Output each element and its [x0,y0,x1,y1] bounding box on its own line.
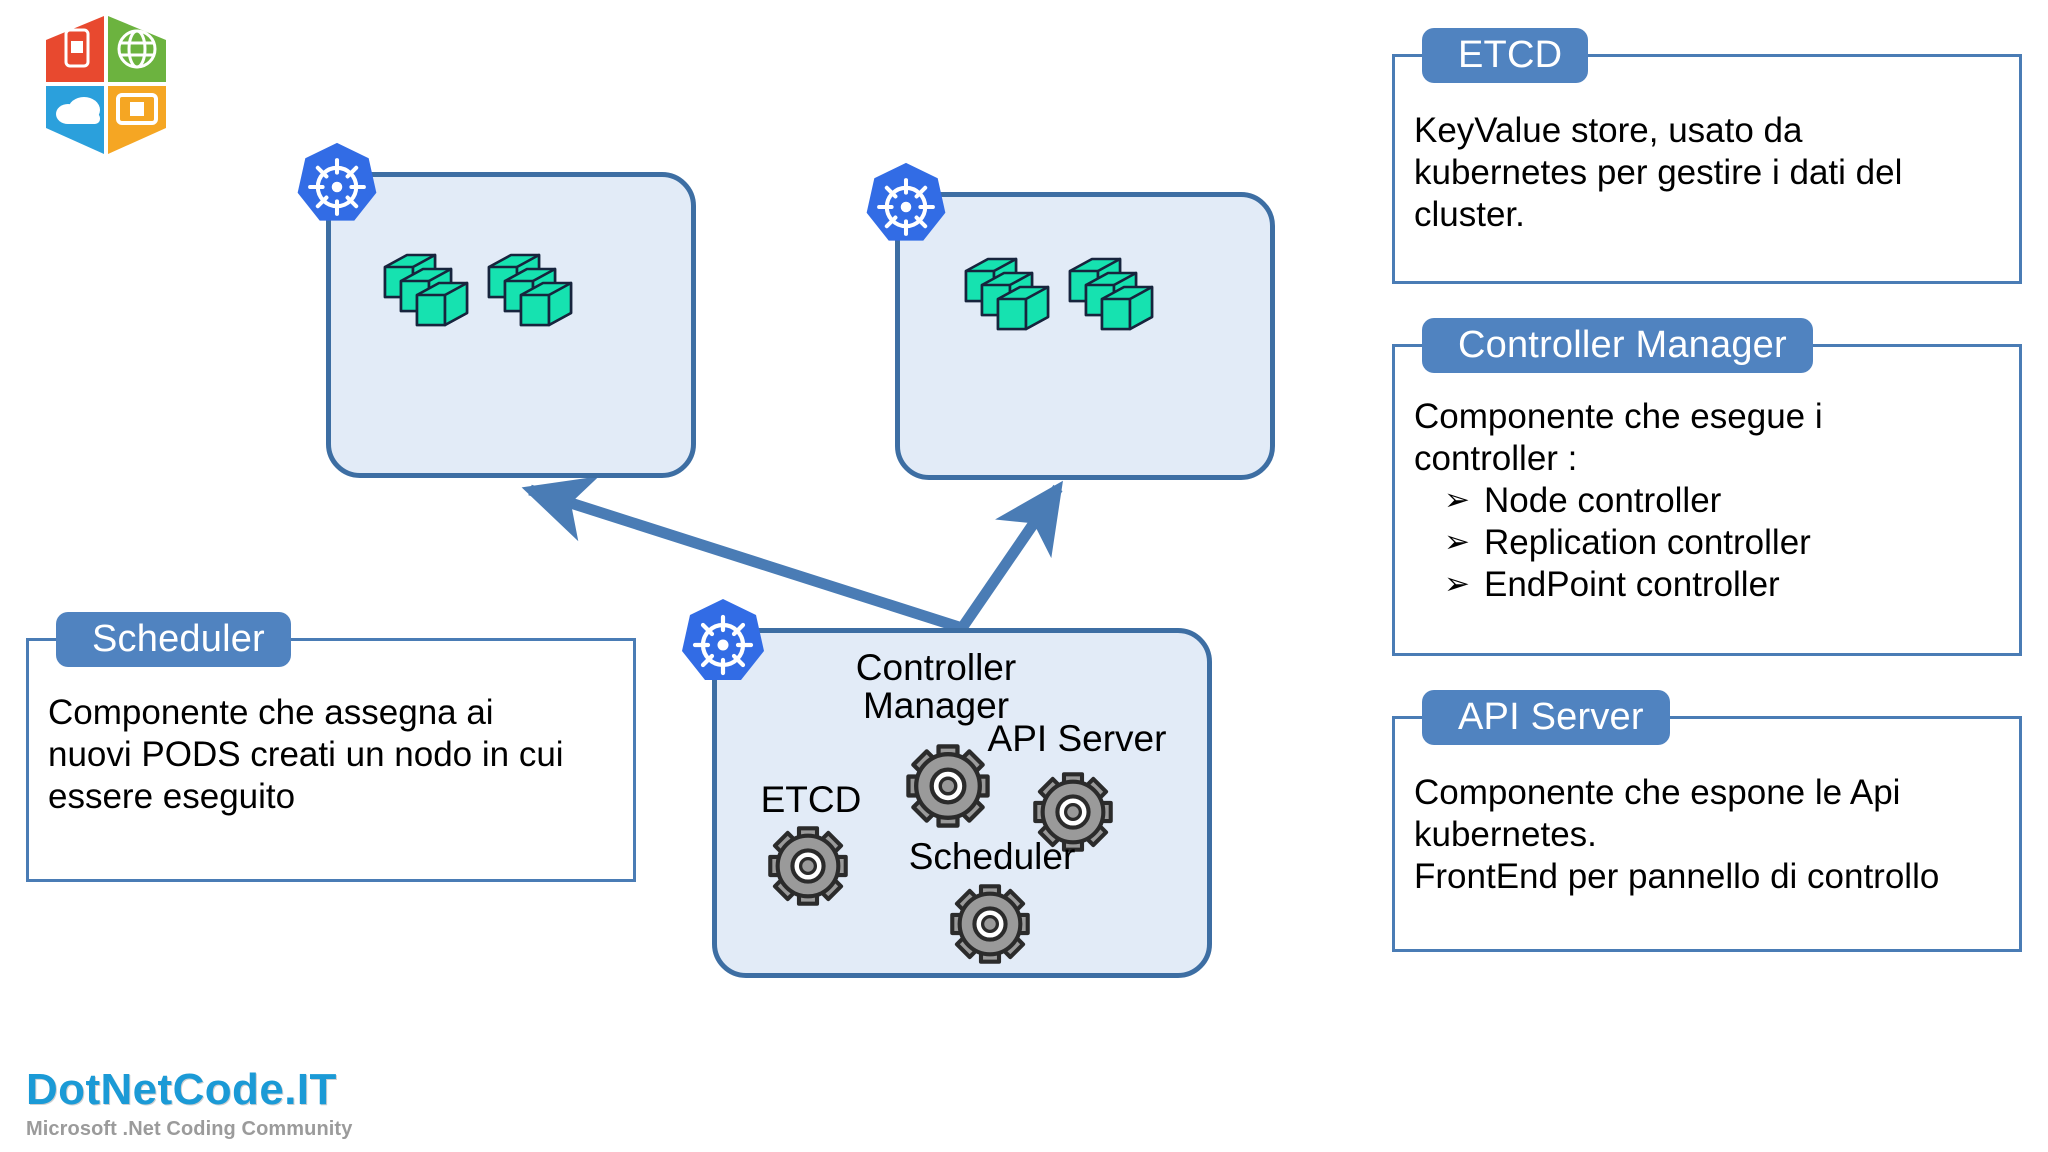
worker-node-2[interactable] [866,162,1275,480]
callout-line: Componente che esegue i [1414,397,1823,436]
logo-tile-tablet [108,86,166,154]
bullet-label: Node controller [1483,481,1722,520]
arrow-master-to-worker-2 [957,480,1063,632]
bullet-item: ➢ EndPoint controller [1444,564,2006,606]
callout-line: kubernetes. [1414,815,1597,854]
callout-line: nuovi PODS creati un nodo in cui [48,735,564,774]
callout-body-etcd: KeyValue store, usato da kubernetes per … [1414,110,2006,236]
callout-line: KeyValue store, usato da [1414,111,1803,150]
footer-title: DotNetCode.IT [26,1065,337,1114]
callout-scheduler: Scheduler Componente che assegna ai nuov… [26,612,636,882]
bullet-arrow-icon: ➢ [1444,524,1470,559]
master-node[interactable]: Controller Manager [682,599,1212,978]
callout-line: FrontEnd per pannello di controllo [1414,857,1940,896]
footer-subtitle: Microsoft .Net Coding Community [26,1118,353,1140]
footer-brand: DotNetCode.IT Microsoft .Net Coding Comm… [26,1068,352,1141]
master-label-etcd: ETCD [760,779,862,820]
callout-line: controller : [1414,439,1578,478]
pods-group-icon [964,257,1154,331]
callout-api-server: API Server Componente che espone le Api … [1392,690,2022,952]
tablet-icon [116,93,158,125]
callout-frame [1392,54,2022,284]
callout-title-scheduler: Scheduler [56,612,291,667]
gear-icon [950,884,1030,964]
bullet-label: EndPoint controller [1483,565,1780,604]
bullet-arrow-icon: ➢ [1444,566,1470,601]
callout-line: essere eseguito [48,777,296,816]
callout-frame [1392,716,2022,952]
bullet-arrow-icon: ➢ [1444,482,1470,517]
callout-line: kubernetes per gestire i dati del [1414,153,1903,192]
brand-logo [22,10,190,160]
kubernetes-helm-icon [866,162,946,241]
callout-line: cluster. [1414,195,1525,234]
worker-node-1[interactable] [297,142,696,478]
bullet-label: Replication controller [1483,523,1811,562]
callout-body-scheduler: Componente che assegna ai nuovi PODS cre… [48,692,620,818]
callout-line: Componente che assegna ai [48,693,494,732]
logo-tile-globe [108,16,166,82]
globe-icon [117,29,157,69]
callout-frame [26,638,636,882]
callout-controller-manager: Controller Manager Componente che esegue… [1392,318,2022,656]
callout-body-api-server: Componente che espone le Api kubernetes.… [1414,772,2006,898]
tablet-screen-icon [130,102,144,116]
gear-icon [1033,772,1113,852]
gear-icon [768,826,848,906]
callout-title-api-server: API Server [1422,690,1670,745]
cloud-icon [56,97,100,124]
kubernetes-helm-icon [297,142,377,221]
master-label-api-server: API Server [987,718,1167,759]
phone-icon [64,28,90,68]
bullet-item: ➢ Node controller [1444,480,2006,522]
phone-screen-icon [71,41,83,53]
kubernetes-helm-icon [682,599,764,680]
callout-title-etcd: ETCD [1422,28,1589,83]
gear-icon [906,744,990,828]
master-label-scheduler: Scheduler [908,836,1076,877]
master-label-controller-manager: Controller Manager [855,647,1017,726]
callout-title-controller-manager: Controller Manager [1422,318,1813,373]
callout-line: Componente che espone le Api [1414,773,1901,812]
pods-group-icon [383,253,573,327]
bullet-item: ➢ Replication controller [1444,522,2006,564]
callout-etcd: ETCD KeyValue store, usato da kubernetes… [1392,28,2022,284]
callout-body-controller-manager: Componente che esegue i controller : ➢ N… [1414,396,2006,606]
